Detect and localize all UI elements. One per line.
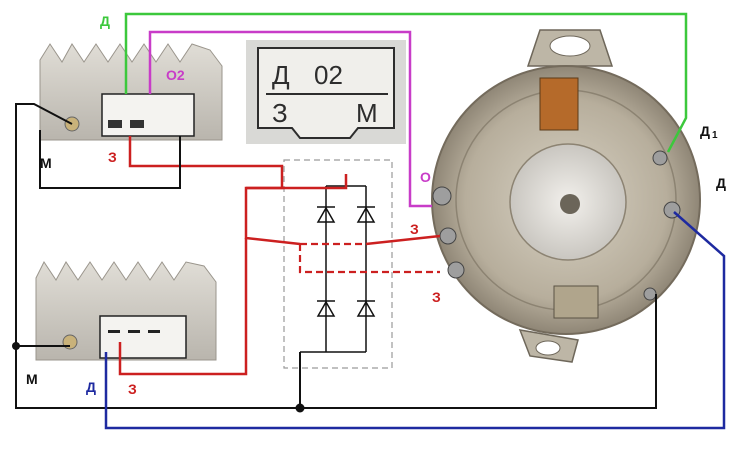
generator-bottom-lug-hole [535, 340, 561, 356]
label-bottom-ground-m: М [26, 371, 38, 387]
connector-dash-3 [148, 330, 160, 333]
diode-4 [356, 300, 376, 317]
plate-d: Д [272, 60, 290, 90]
wire-red-top-to-bridge [246, 174, 348, 190]
generator-top-lug-hole [549, 35, 591, 57]
nameplate: Д 02 З М [246, 40, 406, 144]
plate-02: 02 [314, 60, 343, 90]
label-top-d: Д [100, 13, 110, 29]
wire-magenta-o2 [148, 30, 432, 208]
connector-dash-2 [128, 330, 140, 333]
generator-coil-top [539, 77, 579, 131]
generator-coil-bottom [553, 285, 599, 319]
regulator-bottom-connector [99, 315, 187, 359]
connector-slot-2 [130, 120, 144, 128]
rectifier-bridge [283, 159, 440, 369]
connector-slot-1 [108, 120, 122, 128]
terminal-o [432, 186, 452, 206]
wire-red-bottom [118, 238, 248, 376]
label-top-z: З [108, 149, 117, 165]
wire-blue-d [104, 211, 726, 430]
wire-red-generator [365, 234, 441, 246]
wire-red-top [128, 136, 301, 246]
label-generator-o: О [420, 169, 431, 185]
connector-dash-1 [108, 330, 120, 333]
generator-shaft [560, 194, 580, 214]
terminal-d1 [652, 150, 668, 166]
plate-z: З [272, 98, 288, 128]
junction-left [12, 342, 20, 350]
terminal-z1 [439, 227, 457, 245]
rectifier-wiring [300, 174, 367, 353]
diode-3 [316, 300, 336, 317]
label-generator-d1-sub: 1 [712, 130, 718, 141]
label-bottom-d: Д [86, 379, 96, 395]
plate-m: М [356, 98, 378, 128]
label-generator-z1: З [410, 221, 419, 237]
label-generator-d: Д [716, 175, 726, 191]
regulator-top-terminal-label: О2 [166, 67, 185, 83]
rectifier-ac-links [298, 242, 440, 274]
terminal-ground [643, 287, 657, 301]
terminal-z2 [447, 261, 465, 279]
rectifier-outline [283, 159, 393, 369]
generator [431, 29, 701, 363]
label-top-ground-m: М [40, 155, 52, 171]
diode-1 [316, 206, 336, 223]
wire-green-d1 [124, 12, 688, 153]
regulator-top: О2 [39, 43, 223, 141]
diode-2 [356, 206, 376, 223]
regulator-top-connector [101, 93, 195, 137]
regulator-bottom [35, 261, 217, 361]
label-bottom-z: З [128, 381, 137, 397]
label-generator-z2: З [432, 289, 441, 305]
wire-black-ground [15, 103, 657, 409]
junction-bottom [295, 403, 305, 413]
